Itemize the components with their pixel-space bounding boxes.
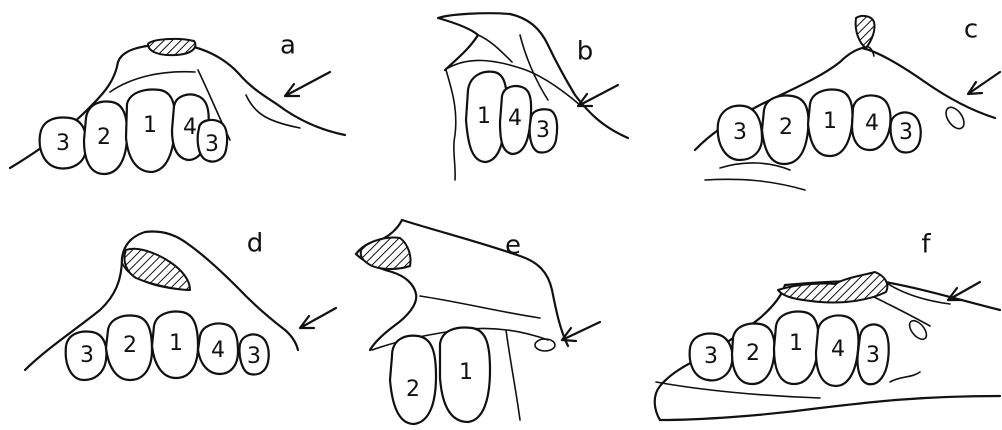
tooth-number: 4 (508, 106, 522, 131)
tooth-number: 1 (789, 331, 803, 356)
tooth-3-right: 3 (891, 112, 921, 152)
tooth-number: 1 (143, 113, 157, 138)
tooth-3-left: 3 (690, 334, 733, 381)
tooth-1: 1 (126, 90, 175, 172)
tooth-3-right: 3 (198, 120, 227, 162)
panel-f: 3 2 1 4 3 f (655, 230, 1000, 421)
arrow-icon (968, 72, 1000, 94)
panel-b: 1 4 3 b (438, 13, 628, 180)
hatched-area (856, 16, 875, 48)
panel-label: b (577, 37, 594, 67)
tooth-3: 3 (530, 109, 557, 152)
hatched-area (124, 249, 190, 290)
tooth-number: 1 (169, 331, 183, 356)
tooth-number: 3 (205, 132, 219, 157)
tooth-4: 4 (198, 324, 238, 375)
panel-label: d (247, 229, 264, 259)
tooth-4: 4 (816, 316, 858, 386)
tooth-number: 1 (823, 109, 837, 134)
hatched-area (778, 272, 887, 303)
panel-label: f (921, 230, 931, 260)
tooth-2: 2 (732, 324, 774, 384)
tooth-number: 4 (211, 338, 225, 363)
hatched-area (361, 237, 411, 269)
arrow-icon (578, 85, 618, 106)
tooth-number: 4 (831, 337, 845, 362)
arrow-icon (285, 72, 330, 96)
tooth-number: 3 (704, 344, 718, 369)
tooth-3-right: 3 (239, 334, 268, 374)
tooth-number: 2 (746, 341, 760, 366)
tooth-1: 1 (774, 312, 818, 384)
tooth-number: 3 (56, 131, 70, 156)
tooth-number: 4 (183, 115, 197, 140)
panel-c: 3 2 1 4 3 c (695, 15, 1000, 191)
tooth-2: 2 (762, 96, 808, 164)
panel-label: e (505, 231, 521, 261)
arrow-icon (300, 308, 336, 328)
tooth-number: 3 (733, 120, 747, 145)
panel-a: 3 2 1 4 3 a (10, 31, 345, 175)
tooth-number: 2 (406, 377, 420, 402)
tooth-2: 2 (106, 316, 152, 380)
panel-label: c (964, 15, 978, 45)
panel-label: a (280, 31, 296, 61)
tooth-number: 3 (866, 343, 880, 368)
tooth-3-left: 3 (40, 118, 87, 169)
tooth-number: 3 (80, 343, 94, 368)
tooth-number: 4 (865, 111, 879, 136)
tooth-number: 3 (247, 344, 261, 369)
tooth-3-left: 3 (718, 106, 762, 160)
tooth-1: 1 (152, 312, 198, 378)
tooth-4: 4 (852, 96, 890, 151)
tooth-4: 4 (500, 86, 531, 154)
tooth-1: 1 (808, 90, 852, 156)
tooth-3-right: 3 (857, 324, 888, 384)
tooth-number: 1 (477, 104, 491, 129)
tooth-number: 2 (123, 333, 137, 358)
arrow-icon (948, 282, 980, 300)
tooth-number: 3 (536, 118, 550, 143)
panel-e: 2 1 e (356, 220, 600, 424)
tooth-2: 2 (390, 336, 436, 424)
tooth-number: 1 (459, 360, 473, 385)
tooth-number: 3 (899, 120, 913, 145)
tooth-3-left: 3 (66, 332, 107, 380)
tooth-2: 2 (84, 102, 127, 174)
tooth-1: 1 (440, 328, 490, 422)
tooth-number: 2 (97, 125, 111, 150)
arrow-icon (562, 322, 600, 341)
tooth-number: 2 (779, 115, 793, 140)
panel-d: 3 2 1 4 3 d (25, 229, 336, 381)
hatched-area (148, 39, 195, 55)
